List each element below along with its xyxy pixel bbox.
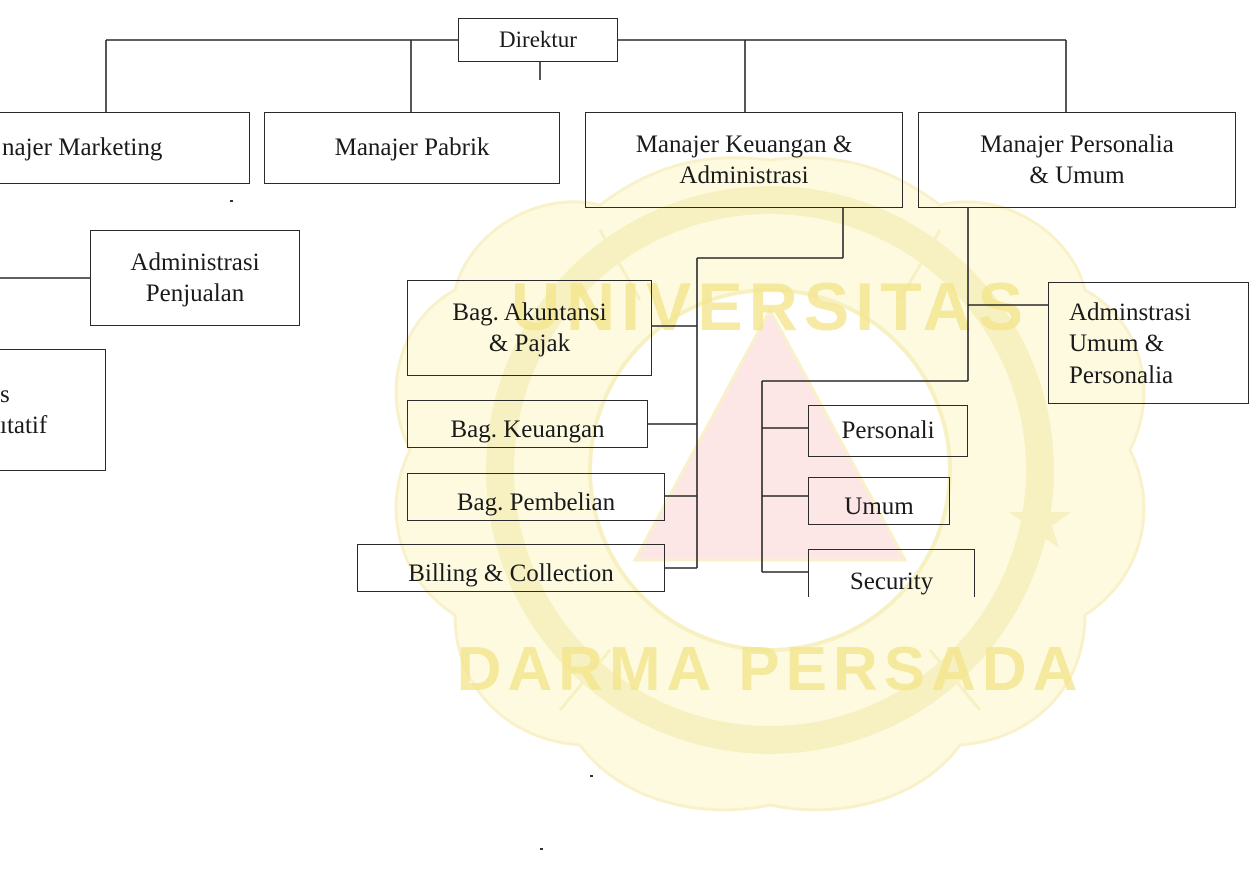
node-bag-keuangan: Bag. Keuangan <box>407 400 648 448</box>
node-manajer-personalia: Manajer Personalia & Umum <box>918 112 1236 208</box>
node-manajer-personalia-label: Manajer Personalia & Umum <box>980 130 1174 189</box>
node-administrasi-umum-personalia-label: Adminstrasi Umum & Personalia <box>1069 299 1192 389</box>
watermark-text-bottom: DARMA PERSADA <box>457 635 1084 704</box>
node-personali-label: Personali <box>841 417 935 445</box>
node-umum: Umum <box>808 477 950 525</box>
node-administrasi-umum-personalia: Adminstrasi Umum & Personalia <box>1048 282 1249 404</box>
node-bag-akuntansi-pajak: Bag. Akuntansi & Pajak <box>407 280 652 376</box>
node-billing-collection-label: Billing & Collection <box>408 559 614 587</box>
node-personali: Personali <box>808 405 968 457</box>
node-manajer-keuangan-label: Manajer Keuangan & Administrasi <box>635 130 853 189</box>
node-umum-label: Umum <box>844 492 914 520</box>
scan-speck <box>590 775 593 777</box>
node-manajer-keuangan: Manajer Keuangan & Administrasi <box>585 112 903 208</box>
node-administrasi-penjualan-label: Administrasi Penjualan <box>130 248 260 307</box>
node-manajer-pabrik-label: Manajer Pabrik <box>334 134 490 162</box>
node-bag-pembelian: Bag. Pembelian <box>407 473 665 521</box>
node-security-label: Security <box>849 567 934 595</box>
watermark-text-top: UNIVERSITAS <box>511 269 1029 345</box>
node-direktur-label: Direktur <box>499 26 577 52</box>
node-manajer-pabrik: Manajer Pabrik <box>264 112 560 184</box>
node-administrasi-penjualan: Administrasi Penjualan <box>90 230 300 326</box>
node-sales-representatif-label: s ıtatif <box>0 380 48 439</box>
node-billing-collection: Billing & Collection <box>357 544 665 592</box>
scan-speck <box>230 200 233 202</box>
scan-speck <box>540 848 543 850</box>
node-bag-pembelian-label: Bag. Pembelian <box>456 488 616 516</box>
node-manajer-marketing: najer Marketing <box>0 112 250 184</box>
node-bag-keuangan-label: Bag. Keuangan <box>450 415 605 443</box>
node-sales-representatif: s ıtatif <box>0 349 106 471</box>
node-security: Security <box>808 549 975 597</box>
node-bag-akuntansi-pajak-label: Bag. Akuntansi & Pajak <box>452 298 607 357</box>
node-manajer-marketing-label: najer Marketing <box>2 134 163 162</box>
node-direktur: Direktur <box>458 18 618 62</box>
